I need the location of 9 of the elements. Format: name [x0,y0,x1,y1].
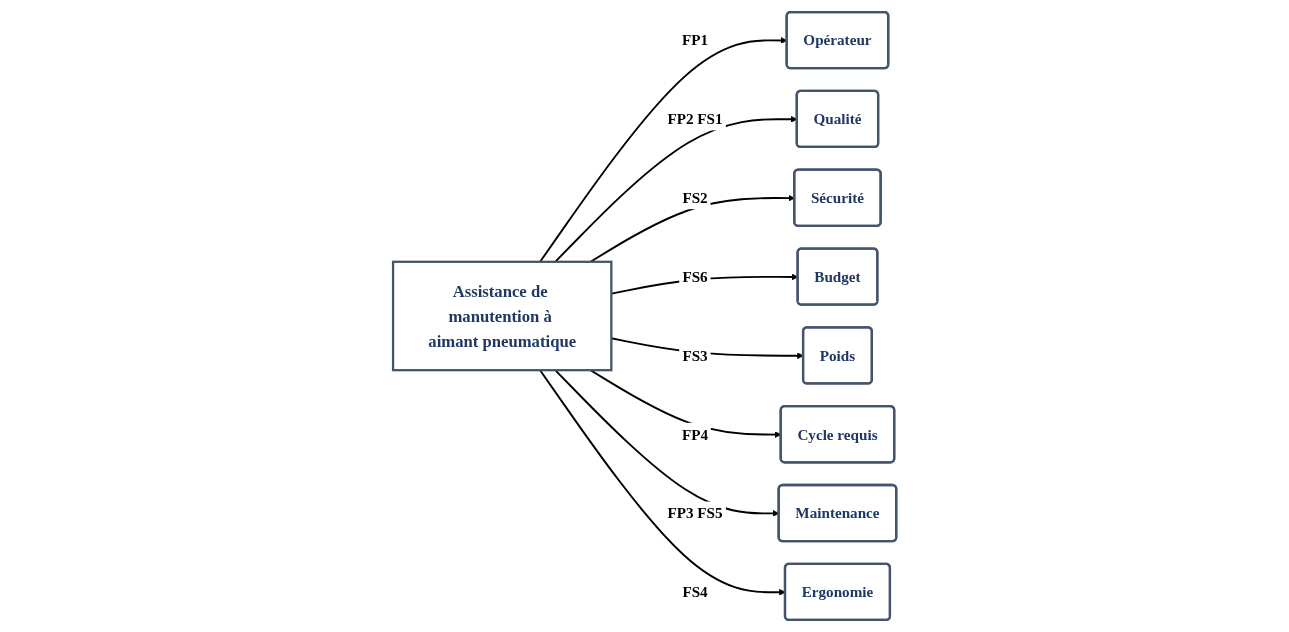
edge-label: FP2 FS1 [667,110,723,128]
edge-label: FP3 FS5 [667,504,723,522]
edge-label: FS2 [682,189,708,207]
node-box: Assistance de manutention à aimant pneumatique [391,260,613,372]
edge-label: FP4 [681,425,708,443]
edge-label: FS3 [682,347,708,364]
edge-label: FS6 [682,268,708,285]
edge-label: FP1 [681,31,708,49]
edge-label: FS4 [682,583,708,601]
